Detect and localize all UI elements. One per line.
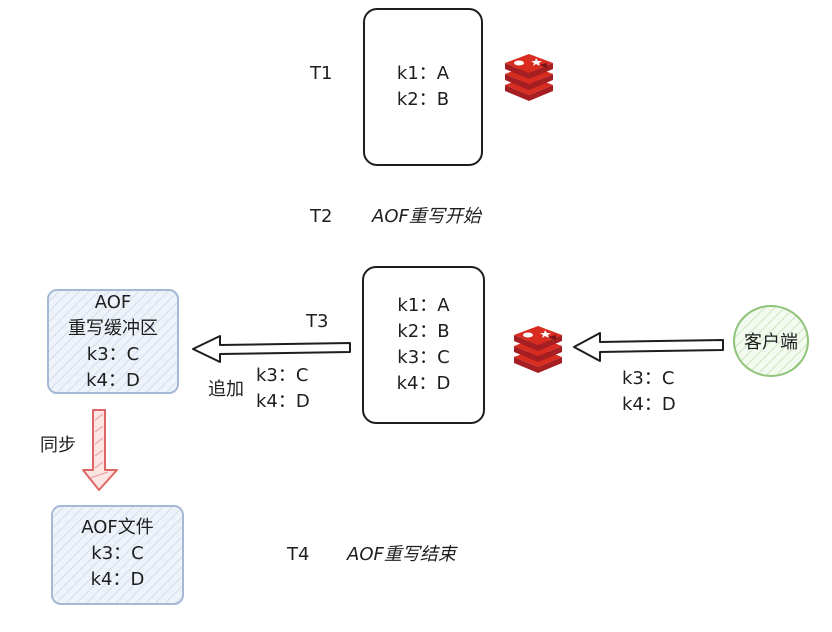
aof-file-line-k3: k3：C: [91, 543, 144, 564]
t2-label: T2: [310, 206, 333, 227]
aof-file-line-k4: k4：D: [90, 569, 145, 590]
t1-label: T1: [310, 63, 333, 84]
append-line-k3: k3：C: [256, 365, 309, 386]
aof-file-box: [51, 505, 184, 605]
t1-db-line-k1: k1：A: [396, 63, 450, 84]
redis-logo-icon: [514, 326, 562, 373]
left-arrow-icon: [573, 332, 724, 362]
client-line-k3: k3：C: [622, 368, 675, 389]
buffer-line-aof: AOF: [94, 292, 132, 313]
aof-rewrite-buffer-contents: AOF 重写缓冲区 k3：C k4：D: [47, 290, 179, 394]
t2-rewrite-start-text: AOF重写开始: [372, 206, 481, 227]
buffer-line-title: 重写缓冲区: [68, 318, 158, 339]
t3-label: T3: [306, 311, 329, 332]
sync-label: 同步: [40, 435, 76, 456]
aof-file-line-title: AOF文件: [81, 517, 154, 538]
t3-db-line-k2: k2：B: [397, 321, 450, 342]
t3-db-line-k4: k4：D: [396, 373, 451, 394]
client-line-k4: k4：D: [622, 394, 676, 415]
t1-db-contents: k1：A k2：B: [363, 61, 483, 113]
append-label: 追加: [208, 379, 244, 400]
t1-redis-db-box: [363, 8, 483, 166]
t3-db-line-k3: k3：C: [397, 347, 450, 368]
t4-rewrite-end-text: AOF重写结束: [347, 544, 456, 565]
redis-logo-icon: [505, 54, 553, 101]
t1-db-line-k2: k2：B: [396, 89, 450, 110]
t4-label: T4: [287, 544, 310, 565]
aof-rewrite-buffer-box: [47, 289, 179, 394]
buffer-line-k4: k4：D: [86, 370, 140, 391]
buffer-line-k3: k3：C: [86, 344, 140, 365]
append-line-k4: k4：D: [256, 391, 310, 412]
client-label: 客户端: [744, 332, 798, 353]
client-write-contents: k3：C k4：D: [622, 366, 688, 418]
left-arrow-icon: [192, 335, 351, 363]
append-contents: k3：C k4：D: [256, 363, 322, 415]
t3-db-contents: k1：A k2：B k3：C k4：D: [362, 293, 485, 397]
t3-db-line-k1: k1：A: [397, 295, 450, 316]
t3-redis-db-box: [362, 266, 485, 424]
down-arrow-icon: [82, 409, 118, 491]
aof-file-contents: AOF文件 k3：C k4：D: [51, 515, 184, 593]
client-node: 客户端: [733, 305, 809, 377]
